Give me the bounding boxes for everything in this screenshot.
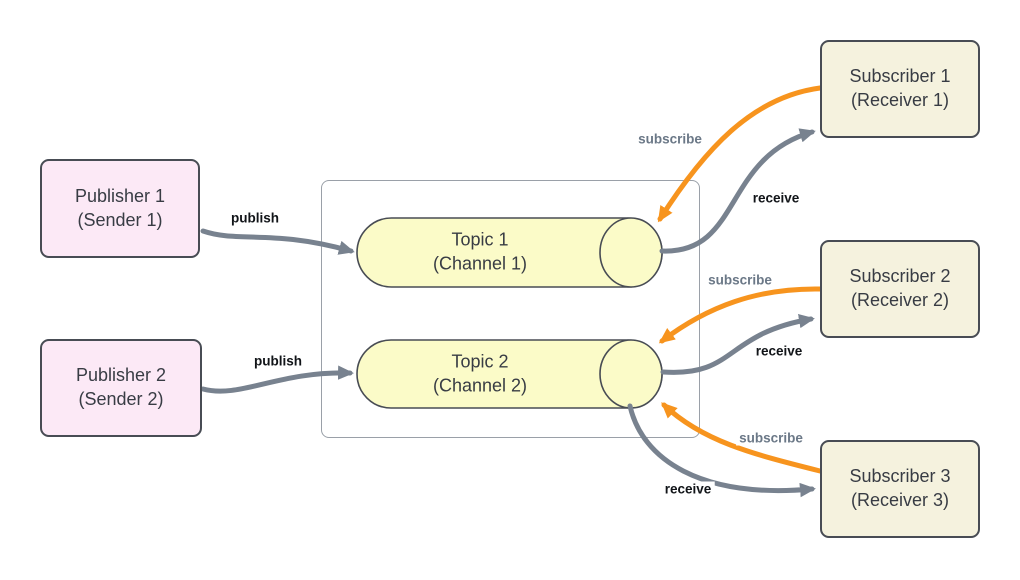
subscriber-3-name: Subscriber 3 <box>849 466 951 487</box>
topic-2-name: Topic 2 <box>451 351 509 372</box>
node-topic-1-label: Topic 1 (Channel 1) <box>370 228 590 276</box>
topic-1-cylinder <box>356 217 663 288</box>
edge-label-subscribe-1: subscribe <box>635 131 705 147</box>
topic-1-name: Topic 1 <box>451 229 509 250</box>
topic-2-alias: (Channel 2) <box>432 375 528 395</box>
edge-receive-2 <box>660 313 815 375</box>
edge-label-publish-2: publish <box>251 353 305 369</box>
edge-receive-3 <box>627 403 816 498</box>
edge-subscribe-1 <box>657 85 823 223</box>
node-subscriber-1: Subscriber 1 (Receiver 1) <box>820 40 980 138</box>
publisher-1-name: Publisher 1 <box>74 185 166 206</box>
subscriber-1-name: Subscriber 1 <box>849 66 951 87</box>
node-publisher-2: Publisher 2 (Sender 2) <box>40 339 202 437</box>
publisher-2-name: Publisher 2 <box>75 365 167 386</box>
node-subscriber-2: Subscriber 2 (Receiver 2) <box>820 240 980 338</box>
edge-label-receive-2: receive <box>752 343 806 359</box>
edge-label-receive-1: receive <box>749 190 803 206</box>
edge-subscribe-3 <box>661 402 823 474</box>
edge-label-receive-3: receive <box>661 481 715 497</box>
subscriber-1-alias: (Receiver 1) <box>850 90 950 110</box>
edge-publish-1 <box>200 228 355 255</box>
subscriber-2-alias: (Receiver 2) <box>850 290 950 310</box>
edge-label-publish-1: publish <box>228 210 282 226</box>
node-publisher-1: Publisher 1 (Sender 1) <box>40 159 200 258</box>
node-topic-2-label: Topic 2 (Channel 2) <box>370 350 590 398</box>
node-subscriber-3: Subscriber 3 (Receiver 3) <box>820 440 980 538</box>
topic-1-alias: (Channel 1) <box>432 253 528 273</box>
edge-label-subscribe-3: subscribe <box>736 430 806 446</box>
topics-container-box <box>321 180 700 438</box>
subscriber-3-alias: (Receiver 3) <box>850 490 950 510</box>
edge-subscribe-2 <box>658 286 823 344</box>
edge-publish-2 <box>200 365 354 394</box>
publisher-2-alias: (Sender 2) <box>78 389 164 409</box>
publisher-1-alias: (Sender 1) <box>77 209 163 230</box>
subscriber-2-name: Subscriber 2 <box>849 266 951 287</box>
edge-label-subscribe-2: subscribe <box>705 272 775 288</box>
edge-receive-1 <box>659 128 816 254</box>
